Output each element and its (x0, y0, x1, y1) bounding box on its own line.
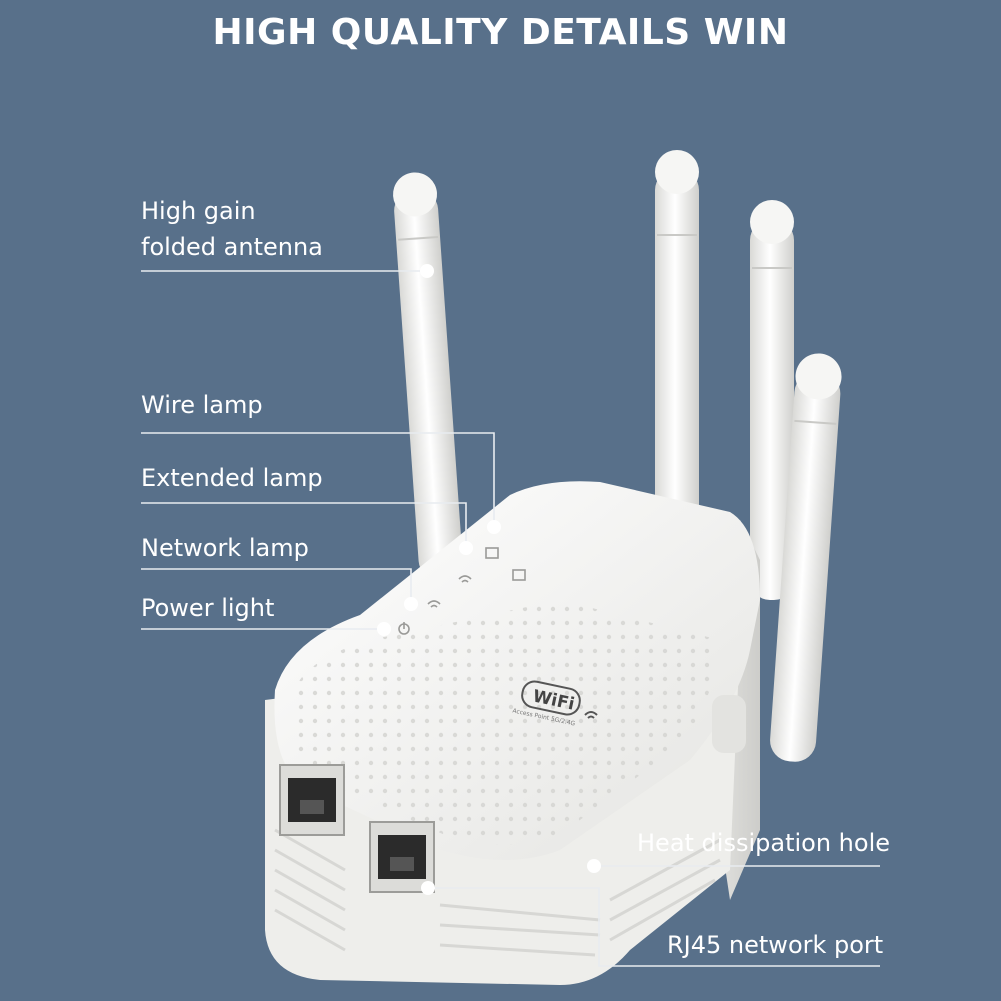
label-heat-dissipation-hole: Heat dissipation hole (637, 829, 891, 857)
status-leds (398, 547, 526, 635)
label-high-gain-antenna: High gain folded antenna (141, 193, 323, 265)
callout-dots (377, 264, 601, 895)
label-power-light: Power light (141, 594, 275, 622)
antenna-front-right (770, 353, 842, 762)
label-antenna-line2: folded antenna (141, 233, 323, 261)
label-antenna-line1: High gain (141, 197, 256, 225)
label-extended-lamp: Extended lamp (141, 464, 323, 492)
page-title: HIGH QUALITY DETAILS WIN (212, 12, 789, 53)
label-wire-lamp: Wire lamp (141, 391, 263, 419)
callout-lines (141, 270, 880, 967)
rj45-port-right (369, 821, 435, 893)
antenna-back-left (655, 150, 699, 550)
label-rj45-port: RJ45 network port (667, 931, 884, 959)
label-network-lamp: Network lamp (141, 534, 309, 562)
antenna-back-right (750, 200, 794, 600)
antenna-left (393, 172, 463, 580)
rj45-port-left (279, 764, 345, 836)
router-body: WiFi Access Point 5G/2.4G (265, 481, 760, 985)
